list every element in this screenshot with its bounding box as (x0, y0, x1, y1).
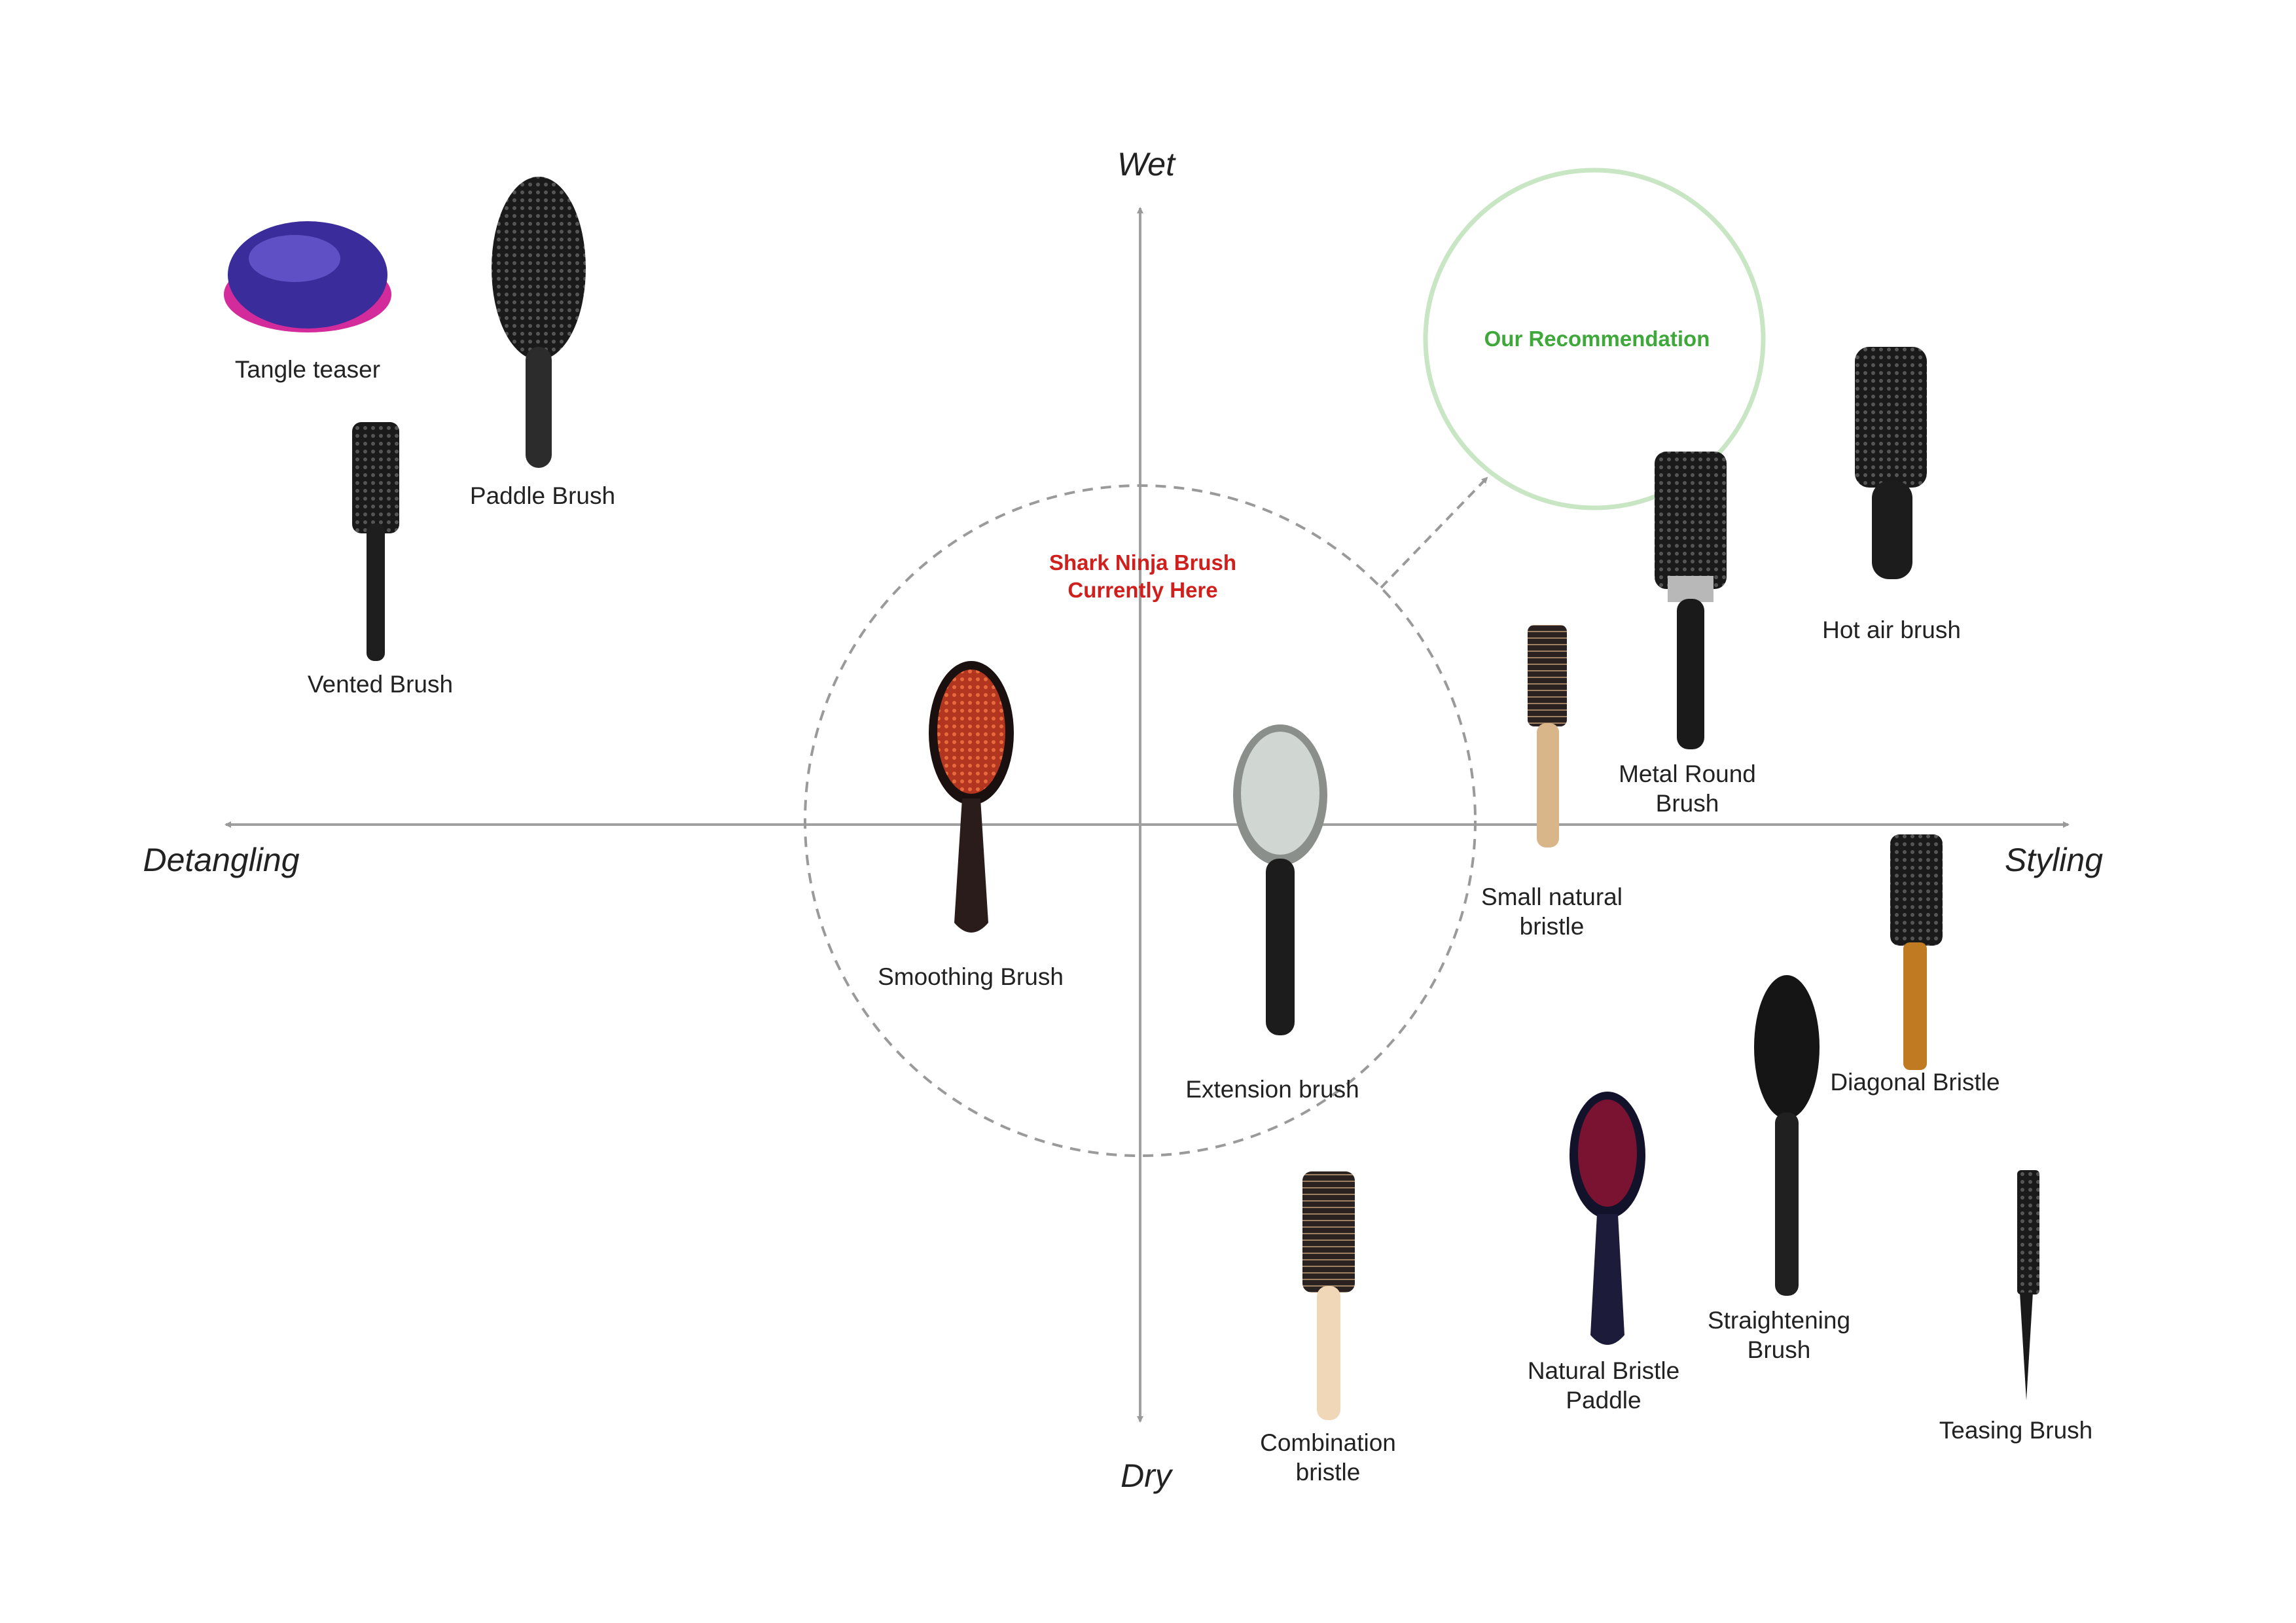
label-vented-brush: Vented Brush (308, 669, 453, 699)
label-paddle-brush: Paddle Brush (470, 481, 615, 510)
label-extension-brush: Extension brush (1185, 1075, 1359, 1104)
smoothing-brush-icon (929, 661, 1014, 933)
recommendation-note: Our Recommendation (1484, 325, 1710, 353)
label-combination-bristle: Combination bristle (1260, 1428, 1396, 1487)
label-teasing-brush: Teasing Brush (1939, 1416, 2092, 1445)
axis-label-wet: Wet (1117, 145, 1175, 183)
current-position-note: Shark Ninja Brush Currently Here (1049, 549, 1236, 604)
extension-brush-icon (1233, 724, 1327, 1035)
metal-round-brush-icon (1655, 452, 1727, 749)
natural-bristle-paddle-icon (1570, 1092, 1645, 1345)
straightening-brush-icon (1754, 975, 1820, 1296)
move-arrow (1381, 478, 1487, 588)
label-tangle-teaser: Tangle teaser (235, 355, 380, 384)
label-hot-air-brush: Hot air brush (1822, 615, 1961, 645)
vented-brush-icon (352, 422, 399, 661)
small-natural-bristle-icon (1528, 625, 1567, 847)
label-smoothing-brush: Smoothing Brush (878, 962, 1064, 991)
combination-bristle-icon (1302, 1171, 1355, 1420)
label-natural-bristle-paddle: Natural Bristle Paddle (1528, 1356, 1679, 1415)
axis-label-styling: Styling (2005, 841, 2103, 879)
axis-label-dry: Dry (1121, 1457, 1172, 1495)
hot-air-brush-icon (1855, 347, 1927, 579)
teasing-brush-icon (2017, 1170, 2039, 1400)
axis-label-detangling: Detangling (143, 841, 299, 879)
tangle-teaser-icon (224, 221, 391, 332)
diagonal-bristle-icon (1890, 834, 1943, 1070)
label-diagonal-bristle: Diagonal Bristle (1830, 1067, 2000, 1097)
label-metal-round-brush: Metal Round Brush (1619, 759, 1756, 818)
paddle-brush-icon (492, 177, 586, 468)
label-small-natural-bristle: Small natural bristle (1481, 882, 1623, 941)
label-straightening-brush: Straightening Brush (1708, 1306, 1850, 1364)
